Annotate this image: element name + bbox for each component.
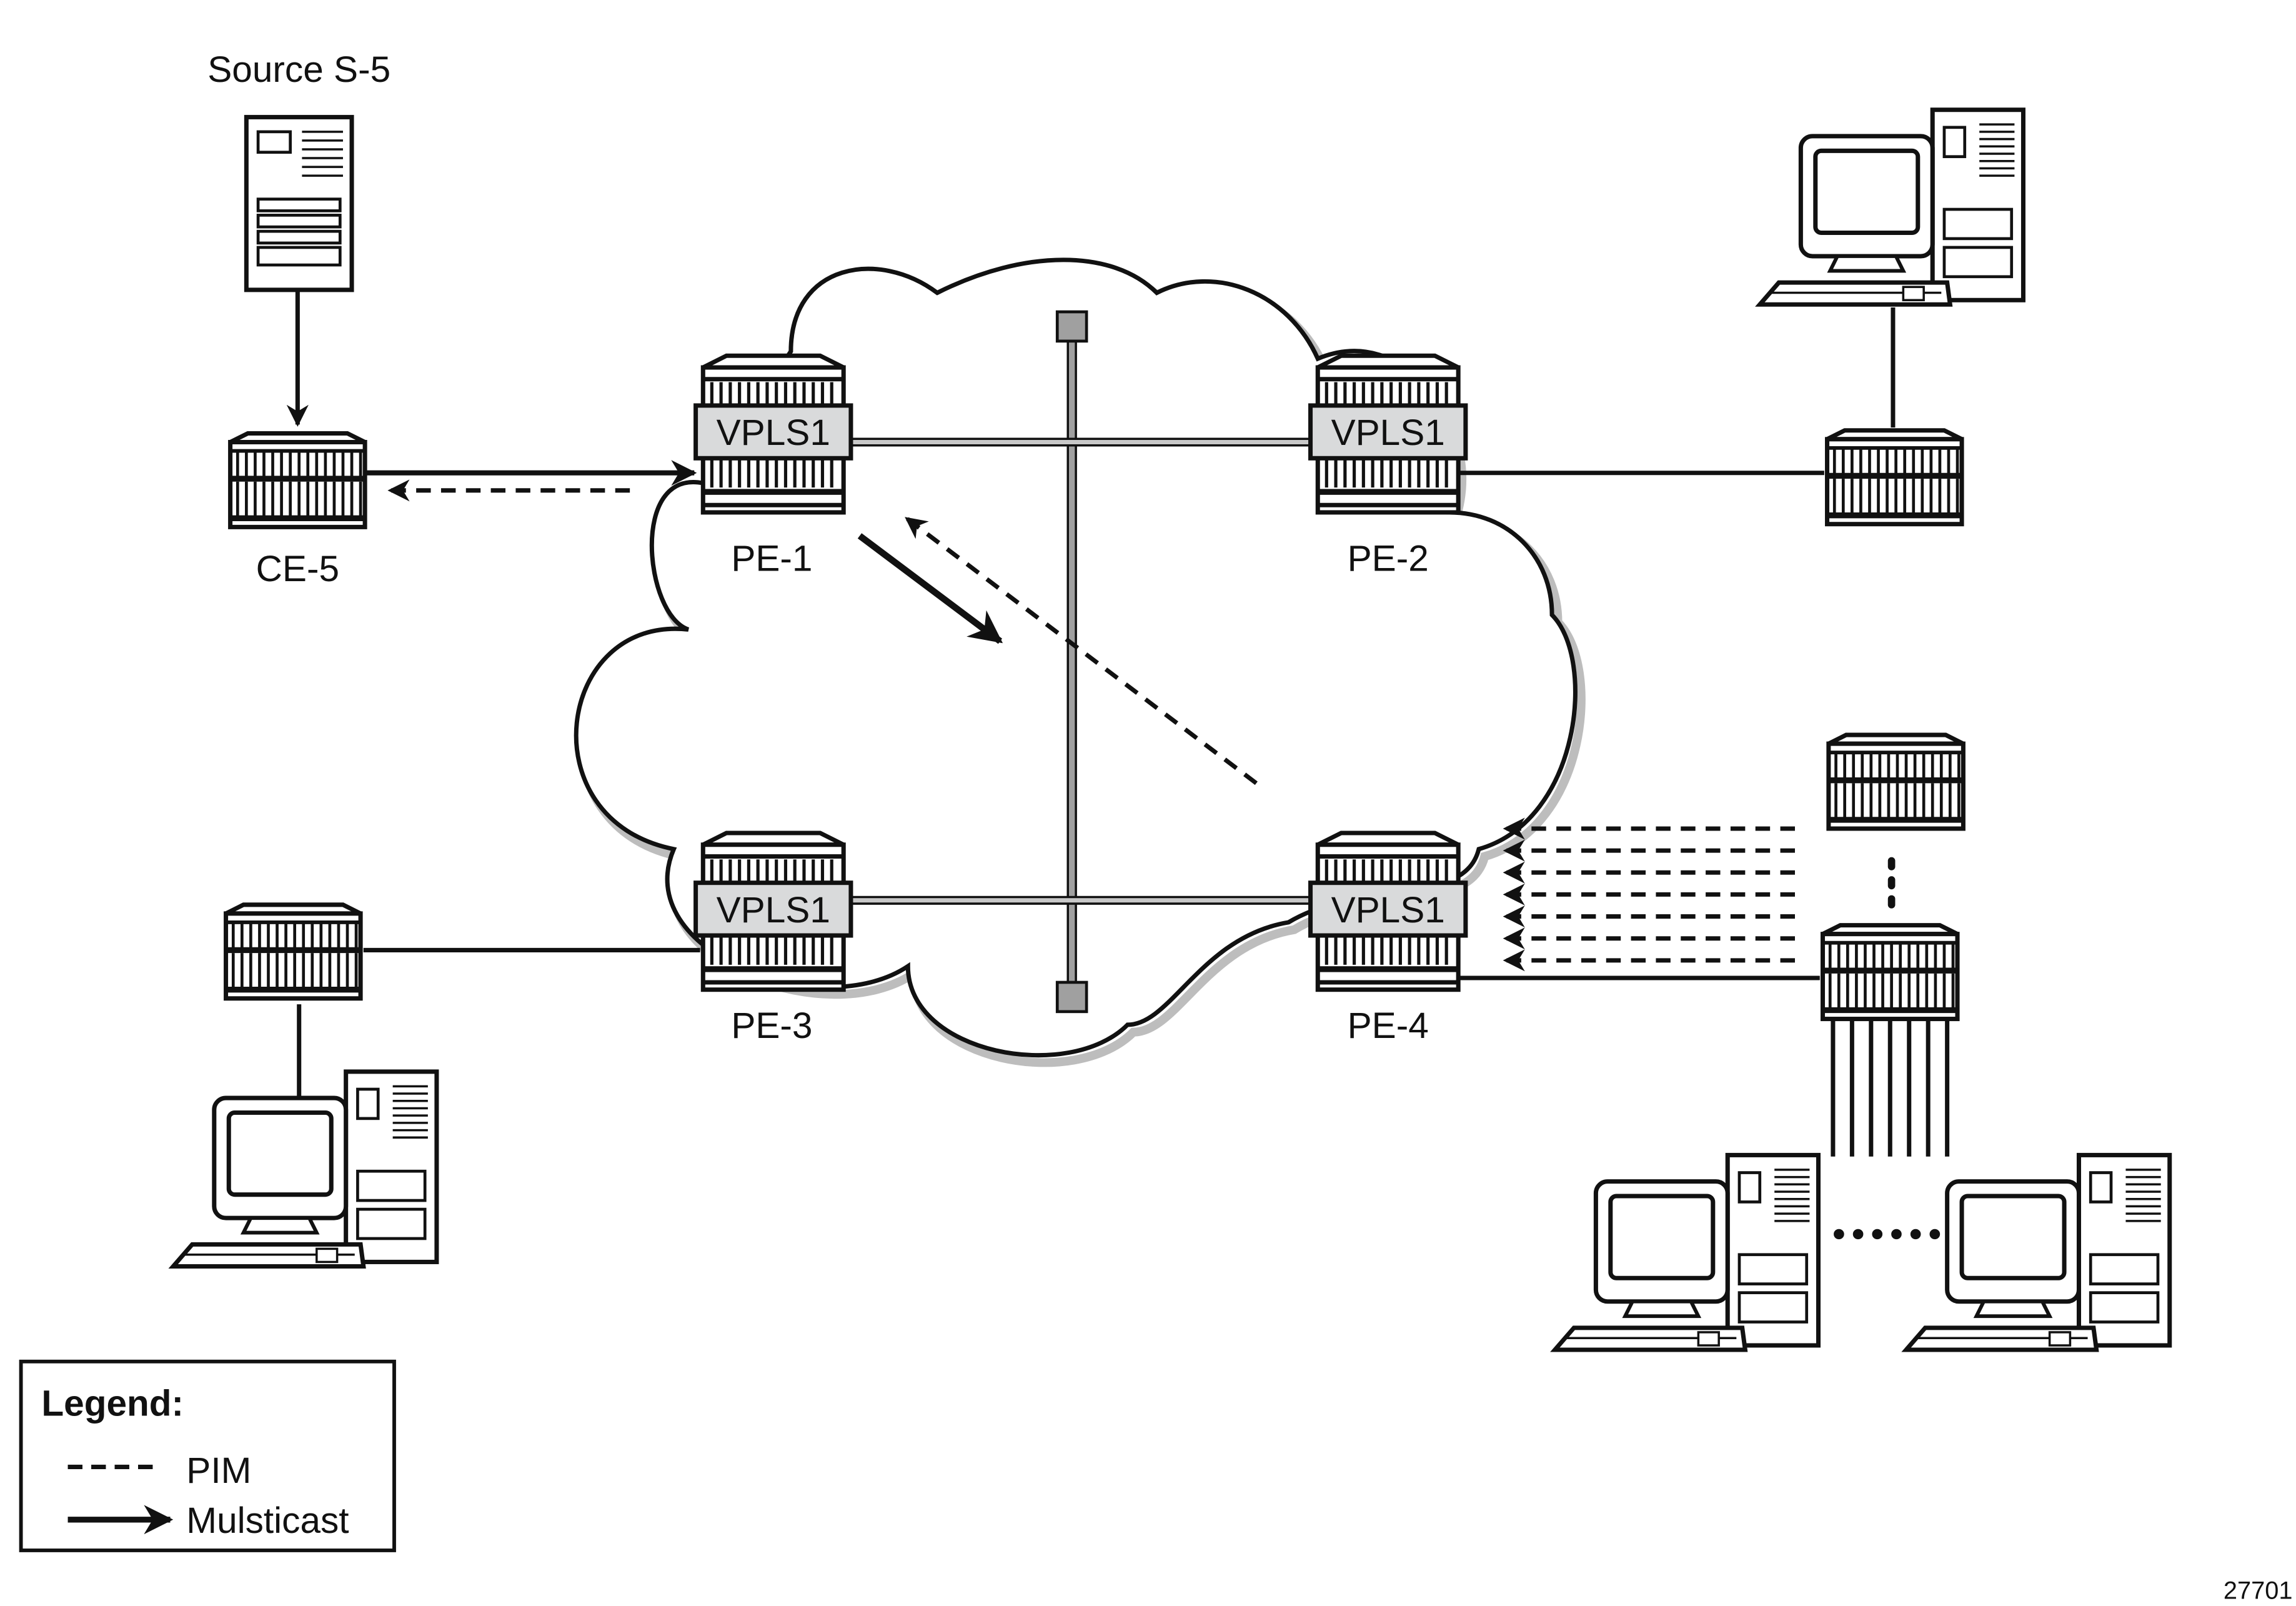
- vpls-mesh: [843, 310, 1315, 1014]
- pe-label: PE-3: [731, 1005, 812, 1046]
- multicast-arrow: [857, 533, 1003, 644]
- legend-title: Legend:: [41, 1383, 184, 1424]
- vpls-box: [1308, 403, 1468, 461]
- receiver-computer[interactable]: [1555, 1155, 1819, 1350]
- customer-router[interactable]: [1823, 925, 1958, 1019]
- pe-label: PE-1: [731, 539, 812, 579]
- vpls-box: [693, 403, 853, 461]
- legend-item-label: PIM: [186, 1450, 251, 1491]
- ce-router[interactable]: [231, 433, 365, 527]
- customer-router[interactable]: [226, 905, 361, 999]
- vpls-label: VPLS1: [1331, 412, 1445, 453]
- vpls-box: [1308, 880, 1468, 938]
- vpls-label: VPLS1: [717, 890, 830, 930]
- vpls-box: [693, 880, 853, 938]
- receiver-computer[interactable]: [173, 1072, 437, 1267]
- pe-label: PE-4: [1348, 1005, 1429, 1046]
- receiver-computer[interactable]: [1906, 1155, 2170, 1350]
- vpls-label: VPLS1: [717, 412, 830, 453]
- links: [286, 289, 1950, 1240]
- ce-label: CE-5: [256, 549, 339, 589]
- source-server[interactable]: [244, 114, 354, 292]
- customer-router[interactable]: [1827, 431, 1962, 524]
- source-label: Source S-5: [207, 49, 390, 90]
- pe-label: PE-2: [1348, 539, 1429, 579]
- customer-router[interactable]: [1829, 735, 1964, 829]
- legend-item-label: Mulsticast: [186, 1500, 349, 1541]
- vpls-label: VPLS1: [1331, 890, 1445, 930]
- legend: Legend: PIM Mulsticast: [19, 1359, 396, 1552]
- figure-id: 27701: [2224, 1577, 2293, 1604]
- receiver-computer[interactable]: [1760, 110, 2024, 305]
